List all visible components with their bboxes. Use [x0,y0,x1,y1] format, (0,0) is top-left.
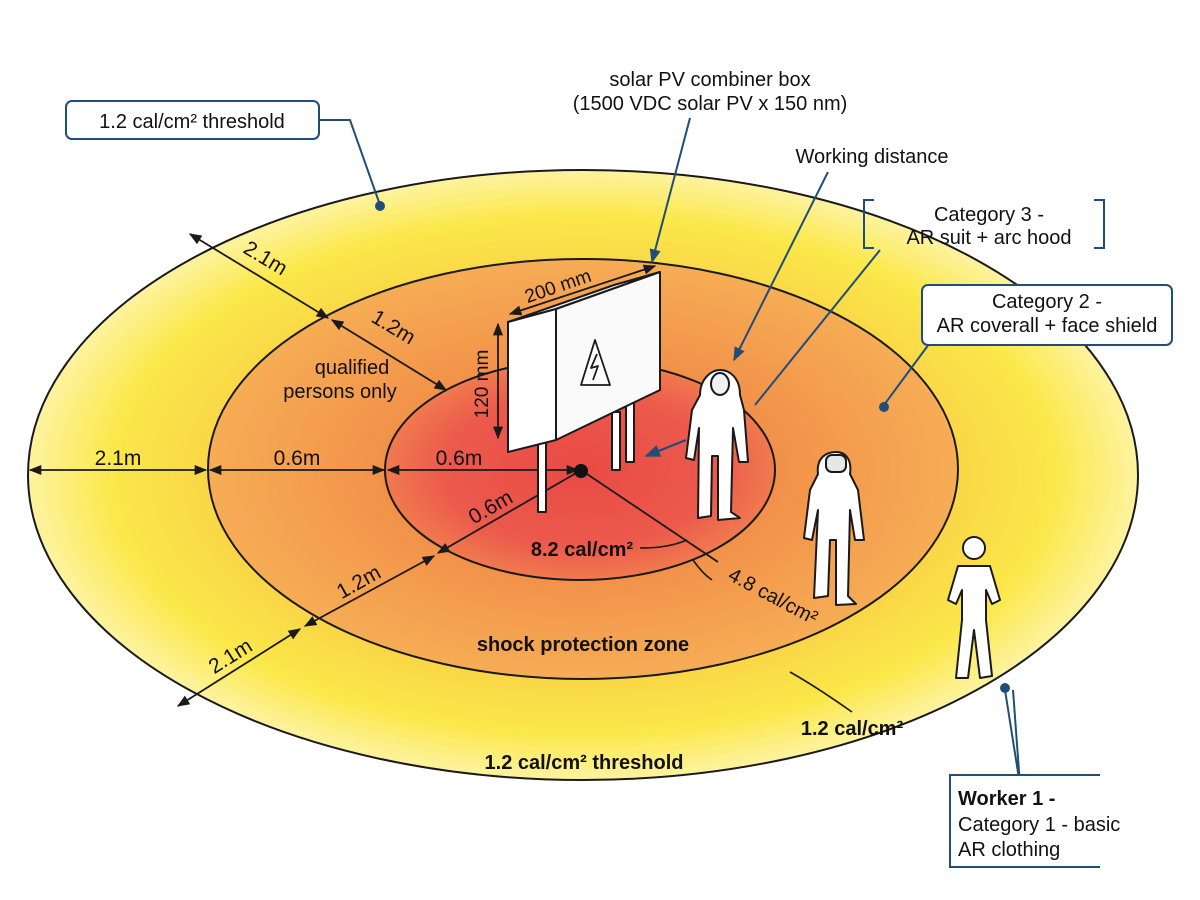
combiner-box [507,271,661,513]
middle-zone-marker-dot [879,402,889,412]
outer-threshold-callout-box [65,100,320,140]
worker-1-line3: AR clothing [958,839,1060,861]
category-2-callout-box [921,284,1173,346]
arc-source-point [574,464,588,478]
worker-1-callout-border [949,774,1100,868]
dim-left-inner: 0.6m [436,447,483,470]
worker-1-callout-box [945,775,1110,867]
category-3-line2: AR suit + arc hood [906,227,1071,249]
category-3-callout-bracket [863,199,1105,249]
dim-left-mid: 0.6m [274,447,321,470]
callout-leaders [318,117,1100,786]
qualified-persons-line1: qualified [315,357,390,379]
category-2-line1: Category 2 - [992,291,1102,313]
outer-threshold-callout: 1.2 cal/cm² threshold [99,111,285,133]
worker-1-figure [947,536,1001,679]
dim-left-outer: 2.1m [95,447,142,470]
combiner-box-title: solar PV combiner box [609,69,810,91]
dimension-lines [28,233,719,707]
worker-1-line2: Category 1 - basic [958,814,1120,836]
outer-energy-label: 1.2 cal/cm² [801,718,904,740]
category-3-line1: Category 3 - [934,204,1044,226]
combiner-box-subtitle: (1500 VDC solar PV x 150 nm) [573,93,848,115]
worker-1-marker-dot [1000,683,1010,693]
working-distance-label: Working distance [795,146,948,168]
working-distance-bg [786,142,962,172]
worker-1-title: Worker 1 - [958,788,1055,810]
working-distance-arrow [644,438,687,458]
qualified-persons-line2: persons only [283,381,396,403]
leader-lines [639,539,853,713]
worker-category-3-figure [685,369,749,521]
inner-energy-label: 8.2 cal/cm² [531,539,634,561]
category-2-line2: AR coverall + face shield [937,315,1158,337]
worker-category-2-figure [803,451,865,606]
bottom-threshold-label: 1.2 cal/cm² threshold [485,752,684,774]
hazard-icon [580,339,611,386]
box-height-label: 120 mm [472,350,493,419]
shock-protection-zone-label: shock protection zone [477,634,689,656]
outer-zone-marker-dot [375,201,385,211]
